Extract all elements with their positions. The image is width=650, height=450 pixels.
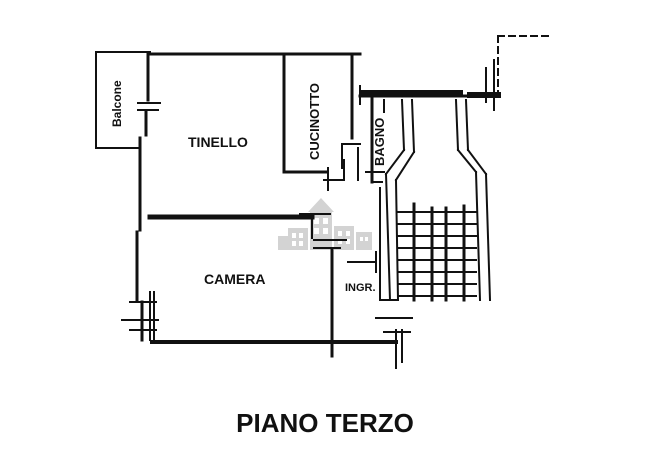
left-outer-wall: [135, 52, 150, 342]
floor-title: PIANO TERZO: [236, 408, 414, 438]
room-label-cucinotto: CUCINOTTO: [307, 83, 322, 160]
building-logo-icon: [278, 198, 372, 250]
top-wall-thick: [359, 90, 501, 98]
walls: [95, 35, 549, 369]
balcony-outline: [95, 51, 151, 149]
stair-enclosure: [384, 98, 492, 302]
top-right-outline: [497, 35, 549, 93]
kitchenette-walls: [282, 52, 354, 174]
room-label-balcone: Balcone: [110, 80, 124, 127]
room-label-tinello: TINELLO: [188, 134, 248, 150]
room-label-ingresso: INGR.: [345, 282, 376, 294]
left-wall-ticks: [121, 102, 161, 341]
room-label-camera: CAMERA: [204, 271, 265, 287]
stair-walls: [347, 187, 397, 301]
room-label-bagno: BAGNO: [372, 118, 387, 166]
